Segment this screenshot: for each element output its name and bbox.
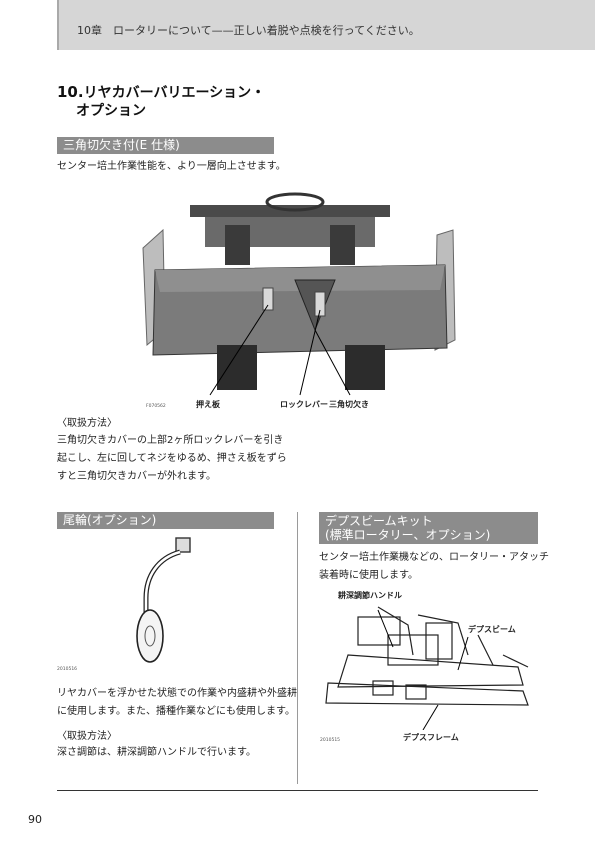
- tail-wheel-method-line: 深さ調節は、耕深調節ハンドルで行います。: [57, 747, 256, 758]
- tail-wheel-method-heading: 〈取扱方法〉: [57, 731, 117, 742]
- chapter-header-text: 10章 ロータリーについて——正しい着脱や点検を行ってください。: [77, 24, 420, 37]
- figure-code-rotary: F070562: [146, 404, 166, 409]
- depth-beam-heading: デプスビームキット (標準ロータリー、オプション): [319, 512, 538, 544]
- triangle-method-line-1: 三角切欠きカバーの上部2ヶ所ロックレバーを引き: [57, 435, 284, 446]
- tail-wheel-desc-line-1: リヤカバーを浮かせた状態での作業や内盛耕や外盛耕: [57, 688, 297, 699]
- label-triangle-notch: 三角切欠き: [329, 400, 369, 409]
- rotary-triangle-notch-illustration: [135, 180, 465, 408]
- label-depth-beam: デプスビーム: [468, 625, 516, 634]
- depth-beam-desc-line-1: センター培土作業機などの、ロータリー・アタッチ: [319, 552, 549, 563]
- section-title: 10.リヤカバーバリエーション・ オプション: [57, 83, 265, 120]
- triangle-method-line-3: すと三角切欠きカバーが外れます。: [57, 471, 216, 482]
- depth-beam-desc-line-2: 装着時に使用します。: [319, 570, 418, 581]
- label-press-plate: 押え板: [196, 400, 220, 409]
- depth-beam-heading-line2: (標準ロータリー、オプション): [325, 528, 491, 542]
- triangle-notch-heading: 三角切欠き付(E 仕様): [57, 137, 274, 154]
- depth-beam-illustration: [325, 606, 529, 730]
- page-number: 90: [28, 813, 42, 826]
- footer-rule: [57, 790, 538, 791]
- section-title-line2: オプション: [76, 103, 146, 119]
- chapter-header-bar: 10章 ロータリーについて——正しい着脱や点検を行ってください。: [57, 0, 595, 50]
- triangle-method-line-2: 起こし、左に回してネジをゆるめ、押さえ板をずら: [57, 453, 287, 464]
- figure-code-tail-wheel: 2010516: [57, 667, 78, 672]
- tail-wheel-illustration: [136, 537, 191, 663]
- column-divider: [297, 512, 298, 784]
- tail-wheel-heading: 尾輪(オプション): [57, 512, 274, 529]
- label-depth-handle: 耕深調節ハンドル: [338, 591, 402, 600]
- figure-code-depth-beam: 2010515: [320, 738, 341, 743]
- triangle-method-heading: 〈取扱方法〉: [57, 418, 117, 429]
- section-number: 10.: [57, 83, 84, 101]
- section-title-line1: リヤカバーバリエーション・: [83, 85, 266, 101]
- label-lock-lever: ロックレバー: [280, 400, 328, 409]
- triangle-notch-intro: センター培土作業性能を、より一層向上させます。: [57, 161, 286, 172]
- depth-beam-heading-line1: デプスビームキット: [325, 514, 433, 528]
- label-depth-frame: デプスフレーム: [403, 733, 459, 742]
- tail-wheel-desc-line-2: に使用します。また、播種作業などにも使用します。: [57, 706, 295, 717]
